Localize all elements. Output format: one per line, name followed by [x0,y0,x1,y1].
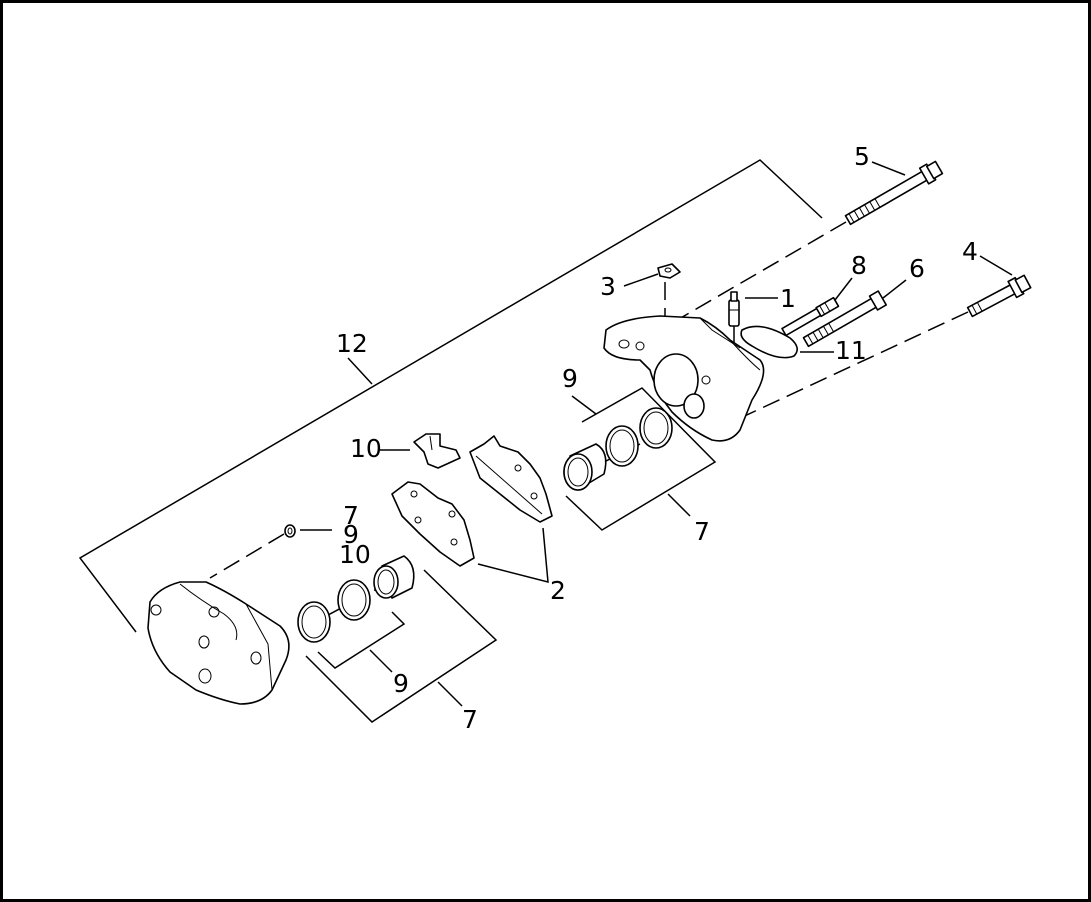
callout-4: 4 [962,237,978,266]
callout-labels: 5 4 8 6 3 1 11 12 9 10 7 7 9 10 2 9 7 [336,142,978,734]
leader-lines [78,159,1013,723]
seal-ring-upper-a [605,425,639,467]
callout-10-upper: 10 [350,434,382,463]
brake-pad-right [469,435,553,523]
callout-9-upper: 9 [562,364,578,393]
pin-6 [802,290,888,348]
assembly-axes [209,221,969,631]
piston-upper [563,443,607,491]
callout-5: 5 [854,142,870,171]
callout-11: 11 [835,336,867,365]
callout-12: 12 [336,329,368,358]
seal-ring-upper-b [639,407,673,449]
seal-ring-lower-a [297,601,331,643]
bleeder-valve-1 [728,291,740,327]
callout-10-lower: 10 [339,540,371,569]
callout-7-small: 7 [343,501,359,530]
washer-9 [284,524,296,538]
brake-pad-left [391,481,475,567]
pad-spring-10 [413,433,461,469]
bolt-5 [844,160,944,226]
pin-8 [781,296,840,337]
clip-3 [657,263,681,279]
caliper-housing-outer [603,315,765,442]
callout-7-lower: 7 [462,705,478,734]
callout-9-lower: 9 [393,669,409,698]
callout-3: 3 [600,272,616,301]
seal-11 [740,325,798,359]
callout-2: 2 [550,576,566,605]
callout-8: 8 [851,251,867,280]
callout-9-small: 9 [343,520,359,549]
bolt-4 [966,274,1032,318]
piston-lower [373,555,415,599]
callout-1: 1 [780,284,796,313]
seal-ring-lower-b [337,579,371,621]
callout-7-upper: 7 [694,517,710,546]
caliper-housing-inner [147,581,290,705]
callout-6: 6 [909,254,925,283]
